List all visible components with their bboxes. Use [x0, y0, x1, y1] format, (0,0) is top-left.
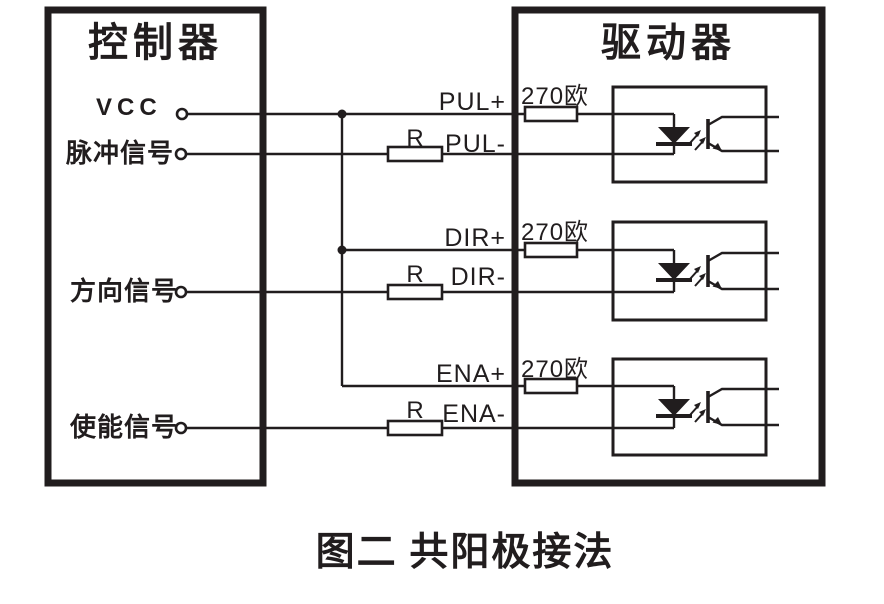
- terminal-vcc: [175, 107, 189, 121]
- resistor-r-pul: [386, 145, 444, 163]
- figure-caption: 图二 共阳极接法: [315, 531, 615, 574]
- resistor-label-270ohm-dir: 270欧: [521, 219, 590, 246]
- optocoupler-dir: [656, 255, 722, 289]
- signal-label-enable: 使能信号: [70, 412, 179, 442]
- pin-label-ena-plus: ENA+: [435, 360, 506, 388]
- light-arrows-icon: [689, 402, 706, 423]
- light-arrows-icon: [689, 130, 706, 151]
- resistor-270ohm-dir: [523, 241, 579, 259]
- optocoupler-ena: [656, 391, 722, 425]
- resistor-label-r-dir: R: [406, 261, 424, 288]
- driver-box: [511, 6, 826, 487]
- pin-label-pul-minus: PUL-: [445, 130, 506, 158]
- phototransistor-icon: [706, 255, 722, 289]
- wire-collector-ena: [707, 387, 779, 399]
- resistor-r-ena: [386, 419, 444, 437]
- resistors: [386, 105, 579, 437]
- pin-label-dir-plus: DIR+: [444, 224, 506, 252]
- resistor-270ohm-ena: [523, 377, 579, 395]
- signal-label-direction: 方向信号: [70, 276, 179, 306]
- driver-title: 驱动器: [601, 21, 736, 65]
- optocoupler-box-dir: [611, 220, 768, 322]
- optocoupler-box-ena: [611, 357, 768, 457]
- light-arrows-icon: [689, 266, 706, 287]
- terminals: [174, 107, 189, 435]
- pin-label-ena-minus: ENA-: [442, 400, 506, 428]
- phototransistor-icon: [706, 119, 722, 151]
- pin-label-pul-plus: PUL+: [438, 88, 506, 116]
- pin-label-dir-minus: DIR-: [450, 263, 506, 291]
- controller-box: [44, 6, 267, 487]
- optocoupler-box-pul: [611, 85, 768, 184]
- junction-dot-vcc-dir: [337, 245, 347, 255]
- resistor-label-r-pul: R: [406, 125, 424, 152]
- wire-collector-dir: [707, 251, 779, 263]
- resistor-label-270ohm-pul: 270欧: [521, 83, 590, 110]
- resistor-r-dir: [386, 283, 444, 301]
- signal-label-vcc: VCC: [96, 94, 162, 121]
- terminal-direction: [174, 285, 188, 299]
- wire-collector-pul: [707, 115, 779, 127]
- terminal-enable: [174, 421, 188, 435]
- resistor-label-r-ena: R: [406, 397, 424, 424]
- led-icon: [656, 399, 692, 418]
- optocoupler-pul: [656, 119, 722, 151]
- resistor-label-270ohm-ena: 270欧: [521, 356, 590, 383]
- resistor-270ohm-pul: [523, 105, 579, 123]
- terminal-pulse: [174, 147, 188, 161]
- phototransistor-icon: [706, 391, 722, 425]
- junction-dot-vcc-pul: [337, 109, 347, 119]
- led-icon: [656, 127, 692, 146]
- signal-label-pulse: 脉冲信号: [66, 138, 175, 168]
- optocoupler-packages: [611, 85, 768, 457]
- controller-title: 控制器: [88, 21, 223, 65]
- led-icon: [656, 263, 692, 282]
